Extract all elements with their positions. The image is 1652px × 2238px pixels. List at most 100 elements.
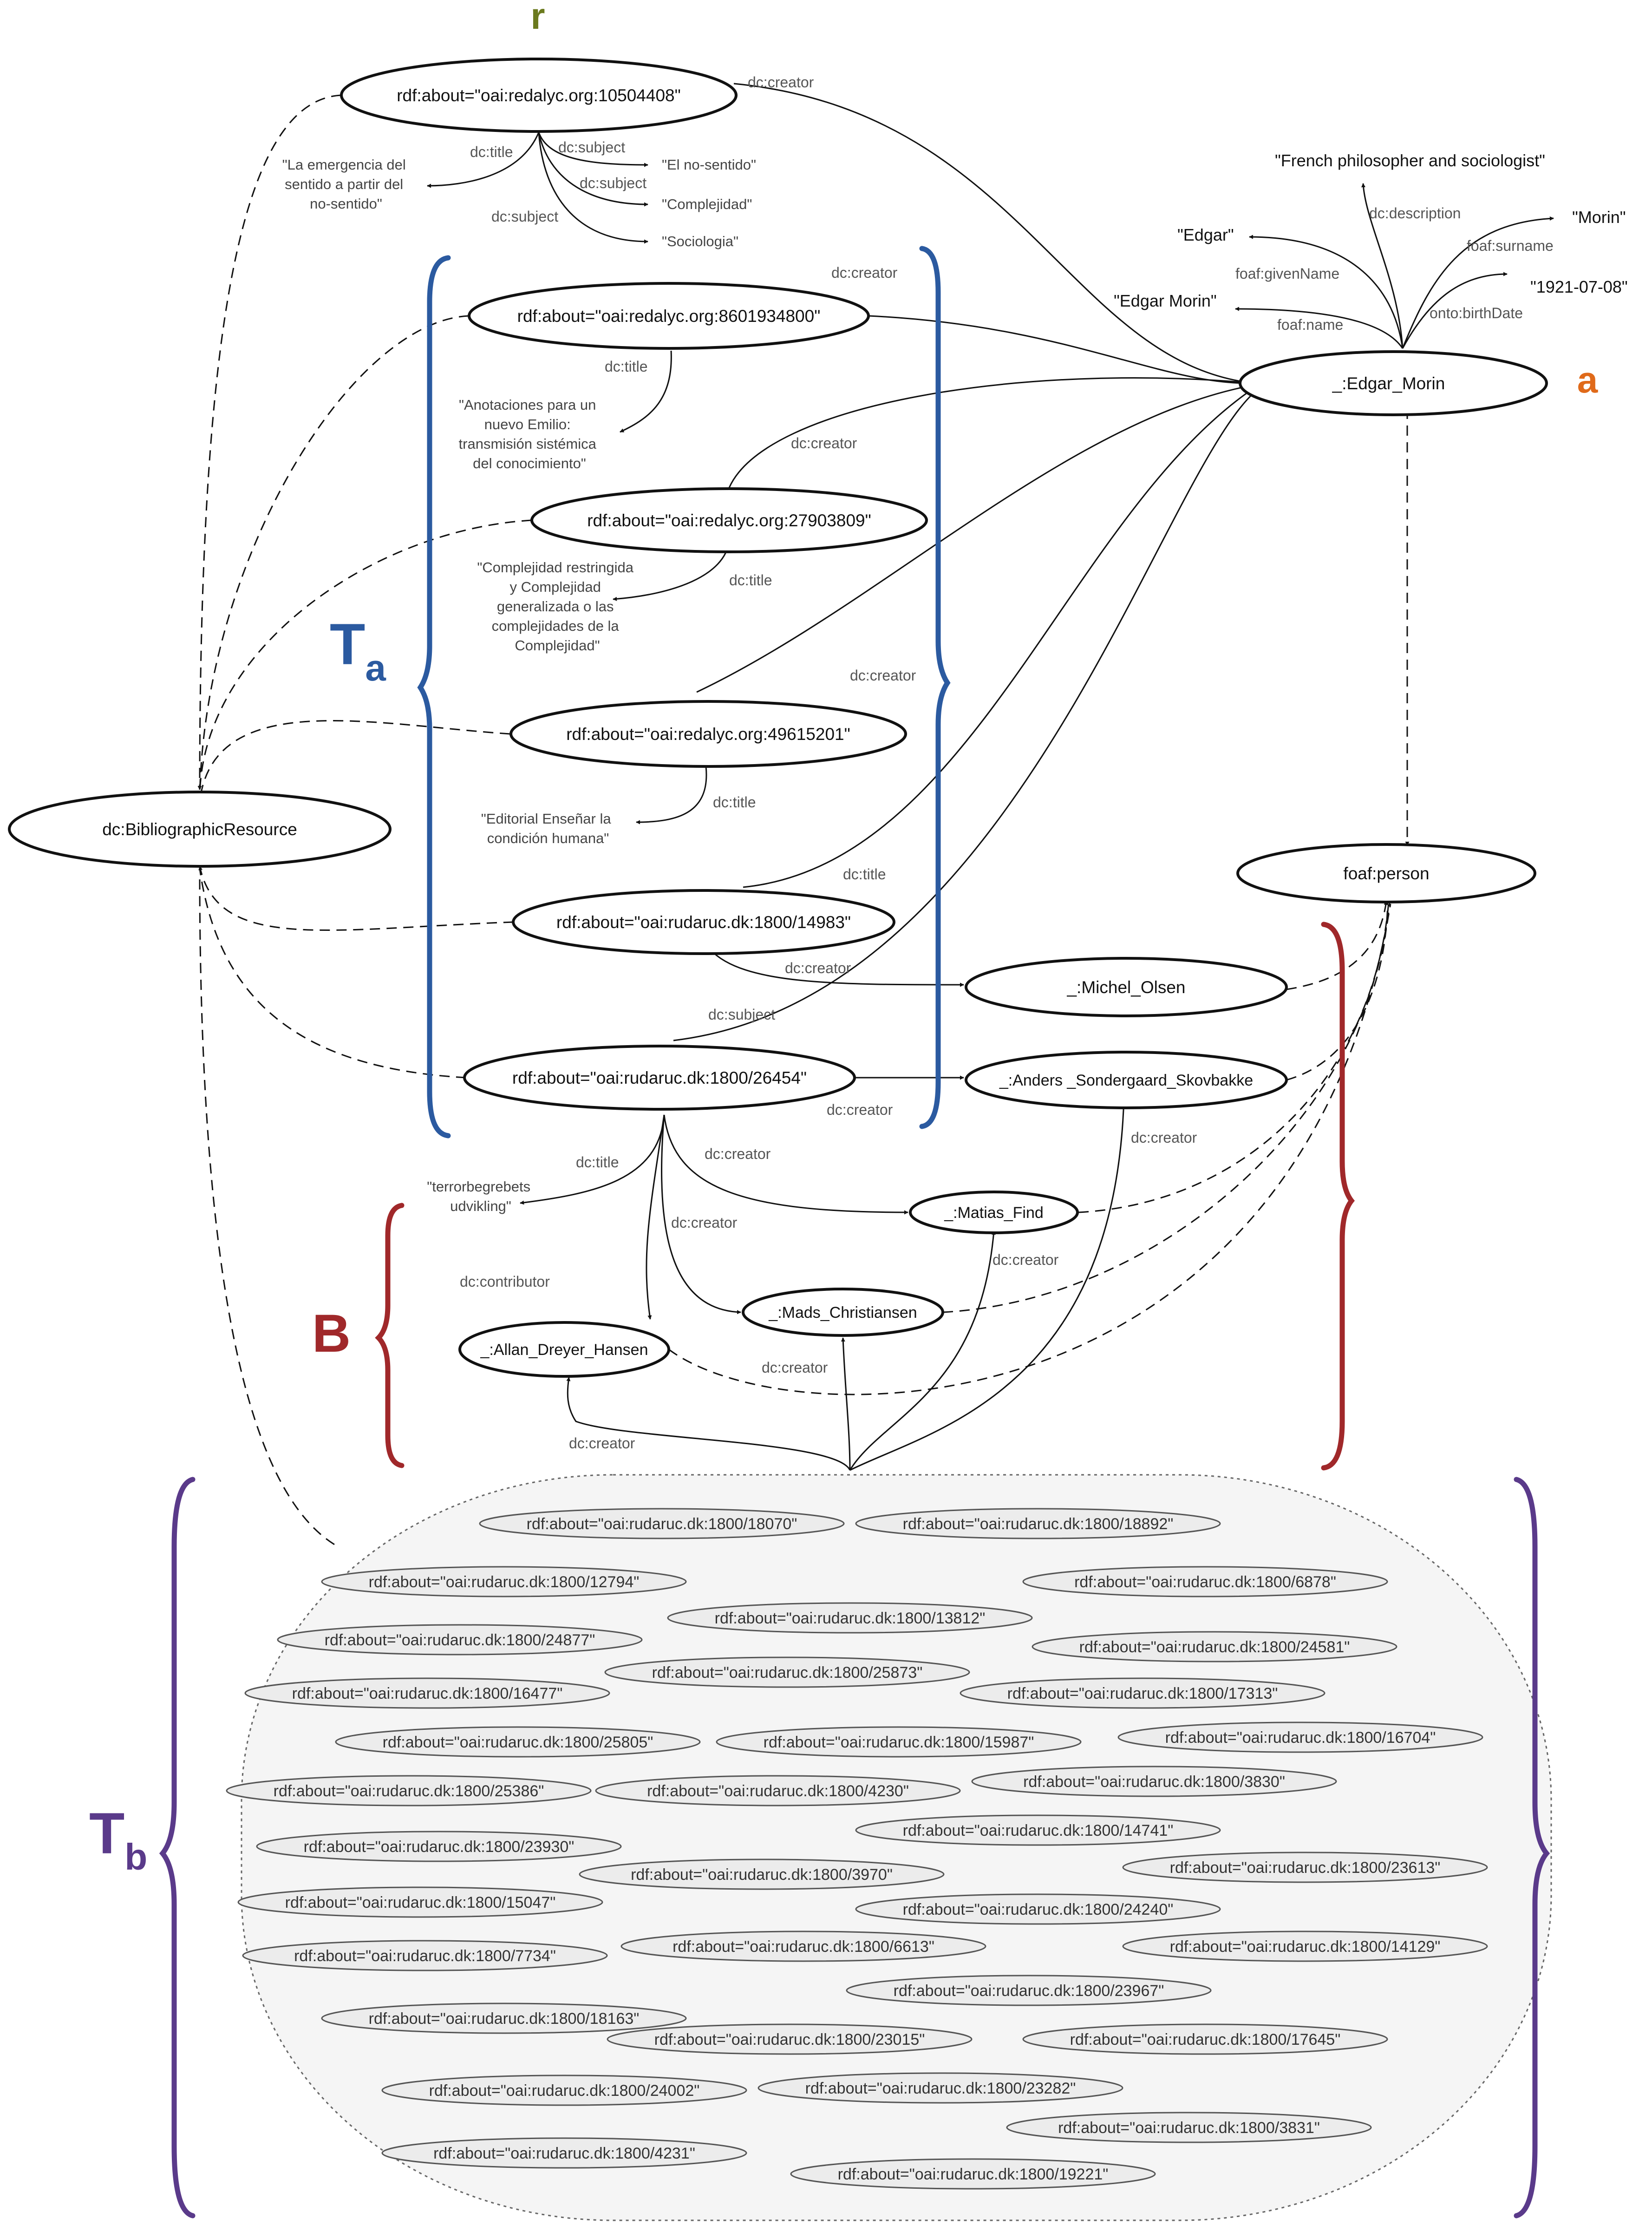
svg-text:rdf:about="oai:redalyc.org:279: rdf:about="oai:redalyc.org:27903809" — [587, 511, 871, 530]
edge-label-subject: dc:subject — [580, 175, 646, 191]
edge-label-description: dc:description — [1369, 205, 1461, 222]
tb-record-node[interactable]: rdf:about="oai:rudaruc.dk:1800/15987" — [716, 1726, 1082, 1758]
tb-record-node[interactable]: rdf:about="oai:rudaruc.dk:1800/16704" — [1117, 1721, 1483, 1753]
node-foaf-person[interactable]: foaf:person — [1236, 843, 1536, 903]
svg-text:rdf:about="oai:redalyc.org:496: rdf:about="oai:redalyc.org:49615201" — [566, 725, 850, 744]
group-labels: r a Ta B Tb — [89, 0, 1598, 1878]
edge-label-subject: dc:subject — [491, 208, 558, 225]
node-rudaruc-14983[interactable]: rdf:about="oai:rudaruc.dk:1800/14983" — [512, 889, 895, 955]
braces — [159, 246, 1550, 2218]
tb-record-label: rdf:about="oai:rudaruc.dk:1800/23613" — [1170, 1859, 1441, 1877]
node-r-10504408[interactable]: rdf:about="oai:redalyc.org:10504408" — [340, 58, 738, 133]
edge-label-title: dc:title — [843, 866, 886, 883]
edge-label-creator: dc:creator — [827, 1101, 893, 1118]
tb-record-label: rdf:about="oai:rudaruc.dk:1800/14129" — [1170, 1938, 1441, 1956]
tb-record-label: rdf:about="oai:rudaruc.dk:1800/15047" — [285, 1894, 556, 1911]
tb-record-node[interactable]: rdf:about="oai:rudaruc.dk:1800/23930" — [256, 1831, 622, 1862]
literal-r-title: "La emergencia del sentido a partir del … — [282, 157, 410, 212]
tb-record-node[interactable]: rdf:about="oai:rudaruc.dk:1800/3830" — [971, 1766, 1337, 1797]
tb-record-node[interactable]: rdf:about="oai:rudaruc.dk:1800/25873" — [604, 1656, 970, 1688]
tb-record-node[interactable]: rdf:about="oai:rudaruc.dk:1800/25805" — [335, 1726, 701, 1758]
literal-title-49615201: "Editorial Enseñar la condición humana" — [481, 811, 615, 846]
tb-record-label: rdf:about="oai:rudaruc.dk:1800/3970" — [631, 1866, 893, 1884]
node-michel-olsen[interactable]: _:Michel_Olsen — [965, 957, 1288, 1017]
edge-label-title: dc:title — [470, 144, 513, 160]
tb-record-node[interactable]: rdf:about="oai:rudaruc.dk:1800/23613" — [1122, 1852, 1488, 1883]
edge-label-creator: dc:creator — [993, 1251, 1059, 1268]
tb-record-node[interactable]: rdf:about="oai:rudaruc.dk:1800/18070" — [479, 1508, 845, 1539]
tb-record-node[interactable]: rdf:about="oai:rudaruc.dk:1800/14129" — [1122, 1930, 1488, 1962]
tb-record-label: rdf:about="oai:rudaruc.dk:1800/18892" — [903, 1515, 1174, 1533]
edge-label-creator: dc:creator — [762, 1359, 828, 1376]
tb-record-node[interactable]: rdf:about="oai:rudaruc.dk:1800/18163" — [321, 2002, 687, 2034]
tb-record-node[interactable]: rdf:about="oai:rudaruc.dk:1800/23015" — [607, 2023, 973, 2055]
tb-record-node[interactable]: rdf:about="oai:rudaruc.dk:1800/6878" — [1022, 1566, 1388, 1597]
svg-text:_:Michel_Olsen: _:Michel_Olsen — [1066, 978, 1185, 997]
label-b: B — [312, 1304, 351, 1363]
tb-record-node[interactable]: rdf:about="oai:rudaruc.dk:1800/24240" — [855, 1893, 1221, 1925]
tb-record-node[interactable]: rdf:about="oai:rudaruc.dk:1800/4230" — [595, 1775, 961, 1806]
edge-label-surname: foaf:surname — [1467, 237, 1554, 254]
tb-record-node[interactable]: rdf:about="oai:rudaruc.dk:1800/3970" — [579, 1858, 945, 1890]
node-bibliographic-resource[interactable]: dc:BibliographicResource — [8, 791, 392, 868]
tb-records-group: rdf:about="oai:rudaruc.dk:1800/18070" rdf… — [226, 1508, 1488, 2190]
tb-record-node[interactable]: rdf:about="oai:rudaruc.dk:1800/3831" — [1006, 2112, 1372, 2143]
tb-record-node[interactable]: rdf:about="oai:rudaruc.dk:1800/17313" — [960, 1677, 1326, 1709]
tb-record-label: rdf:about="oai:rudaruc.dk:1800/16704" — [1165, 1729, 1436, 1747]
node-allan-dreyer-hansen[interactable]: _:Allan_Dreyer_Hansen — [458, 1321, 670, 1378]
edge-label-subject: dc:subject — [558, 139, 625, 156]
svg-text:rdf:about="oai:rudaruc.dk:1800: rdf:about="oai:rudaruc.dk:1800/26454" — [512, 1068, 807, 1087]
node-edgar-morin[interactable]: _:Edgar_Morin — [1239, 350, 1548, 416]
tb-record-label: rdf:about="oai:rudaruc.dk:1800/24877" — [325, 1631, 595, 1649]
tb-record-node[interactable]: rdf:about="oai:rudaruc.dk:1800/14741" — [855, 1814, 1221, 1846]
tb-record-label: rdf:about="oai:rudaruc.dk:1800/16477" — [292, 1685, 563, 1702]
tb-record-label: rdf:about="oai:rudaruc.dk:1800/18070" — [527, 1515, 797, 1533]
edge-label-creator: dc:creator — [569, 1435, 635, 1452]
edge-label-title: dc:title — [713, 794, 756, 811]
tb-record-node[interactable]: rdf:about="oai:rudaruc.dk:1800/6613" — [620, 1930, 986, 1962]
tb-record-node[interactable]: rdf:about="oai:rudaruc.dk:1800/15047" — [237, 1886, 603, 1918]
tb-record-label: rdf:about="oai:rudaruc.dk:1800/24581" — [1079, 1638, 1350, 1656]
edge-label-creator: dc:creator — [1131, 1129, 1197, 1146]
tb-record-node[interactable]: rdf:about="oai:rudaruc.dk:1800/23282" — [757, 2072, 1123, 2104]
b-right-brace — [1321, 922, 1355, 1471]
svg-text:_:Allan_Dreyer_Hansen: _:Allan_Dreyer_Hansen — [480, 1341, 648, 1359]
literal-r-subject-3: "Sociologia" — [662, 233, 738, 249]
tb-record-label: rdf:about="oai:rudaruc.dk:1800/18163" — [369, 2010, 640, 2028]
edge-label-title: dc:title — [729, 572, 772, 589]
node-rudaruc-26454[interactable]: rdf:about="oai:rudaruc.dk:1800/26454" — [463, 1045, 856, 1111]
tb-record-node[interactable]: rdf:about="oai:rudaruc.dk:1800/25386" — [226, 1775, 592, 1806]
node-mads-christiansen[interactable]: _:Mads_Christiansen — [742, 1288, 944, 1337]
tb-record-node[interactable]: rdf:about="oai:rudaruc.dk:1800/24581" — [1032, 1631, 1397, 1662]
edge-label-creator: dc:creator — [705, 1145, 771, 1162]
node-49615201[interactable]: rdf:about="oai:redalyc.org:49615201" — [509, 700, 907, 768]
tb-record-label: rdf:about="oai:rudaruc.dk:1800/25873" — [652, 1664, 923, 1682]
edge-label-creator: dc:creator — [831, 264, 898, 281]
tb-record-node[interactable]: rdf:about="oai:rudaruc.dk:1800/24877" — [277, 1624, 643, 1656]
node-27903809[interactable]: rdf:about="oai:redalyc.org:27903809" — [530, 487, 928, 553]
tb-record-node[interactable]: rdf:about="oai:rudaruc.dk:1800/12794" — [321, 1566, 687, 1597]
tb-record-label: rdf:about="oai:rudaruc.dk:1800/14741" — [903, 1822, 1174, 1839]
literal-title-26454: "terrorbegrebets udvikling" — [427, 1178, 535, 1214]
tb-record-node[interactable]: rdf:about="oai:rudaruc.dk:1800/18892" — [855, 1508, 1221, 1539]
tb-record-node[interactable]: rdf:about="oai:rudaruc.dk:1800/19221" — [790, 2158, 1156, 2190]
node-matias-find[interactable]: _:Matias_Find — [909, 1191, 1079, 1234]
tb-record-node[interactable]: rdf:about="oai:rudaruc.dk:1800/24002" — [381, 2074, 747, 2106]
tb-record-node[interactable]: rdf:about="oai:rudaruc.dk:1800/7734" — [242, 1940, 608, 1971]
tb-record-node[interactable]: rdf:about="oai:rudaruc.dk:1800/16477" — [244, 1677, 610, 1709]
svg-text:_:Edgar_Morin: _:Edgar_Morin — [1332, 374, 1445, 393]
b-left-brace — [375, 1203, 405, 1468]
tb-record-node[interactable]: rdf:about="oai:rudaruc.dk:1800/4231" — [381, 2137, 747, 2169]
literal-surname: "Morin" — [1572, 208, 1626, 227]
edges — [197, 83, 1554, 1545]
node-8601934800[interactable]: rdf:about="oai:redalyc.org:8601934800" — [468, 282, 870, 350]
label-tb: Tb — [89, 1801, 147, 1878]
edge-label-creator: dc:creator — [785, 960, 851, 976]
tb-record-node[interactable]: rdf:about="oai:rudaruc.dk:1800/23967" — [846, 1975, 1212, 2006]
tb-record-label: rdf:about="oai:rudaruc.dk:1800/23930" — [304, 1838, 575, 1856]
tb-record-node[interactable]: rdf:about="oai:rudaruc.dk:1800/13812" — [667, 1602, 1033, 1634]
tb-record-label: rdf:about="oai:rudaruc.dk:1800/23015" — [654, 2031, 925, 2048]
literal-description: "French philosopher and sociologist" — [1275, 151, 1545, 170]
node-anders-skovbakke[interactable]: _:Anders _Sondergaard_Skovbakke — [965, 1051, 1288, 1109]
tb-record-node[interactable]: rdf:about="oai:rudaruc.dk:1800/17645" — [1022, 2023, 1388, 2055]
